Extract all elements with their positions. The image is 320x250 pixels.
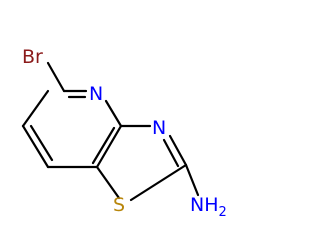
bond-n3-c2-inner: [162, 138, 180, 168]
bond-c7-c6: [21, 124, 50, 169]
atom-nh2-label: NH2: [190, 194, 227, 220]
atom-n-thiazole-label: N: [152, 117, 166, 139]
bond-c2-nh2: [184, 163, 200, 197]
bond-n3-c2: [168, 134, 188, 167]
bond-s1-c7a: [95, 165, 121, 200]
bond-br-c5: [46, 61, 66, 93]
bond-c6-c5: [21, 89, 50, 128]
atom-labels: Br N N S NH2: [22, 46, 227, 220]
bond-n4-c3a: [104, 99, 123, 128]
molecule-structure: Br N N S NH2: [21, 46, 227, 220]
atom-n-pyridine-label: N: [89, 83, 103, 105]
atom-br-label: Br: [22, 46, 43, 68]
bond-c3a-c7a-inner: [91, 126, 116, 165]
bond-c3a-c7a: [95, 124, 123, 169]
atom-s-label: S: [113, 194, 125, 216]
bond-c2-s1: [129, 163, 188, 202]
atom-nh2-subscript: 2: [219, 205, 227, 220]
bonds: [21, 61, 200, 202]
atom-nh2-main: NH: [190, 194, 219, 216]
bond-c7-c6-inner: [29, 124, 54, 162]
